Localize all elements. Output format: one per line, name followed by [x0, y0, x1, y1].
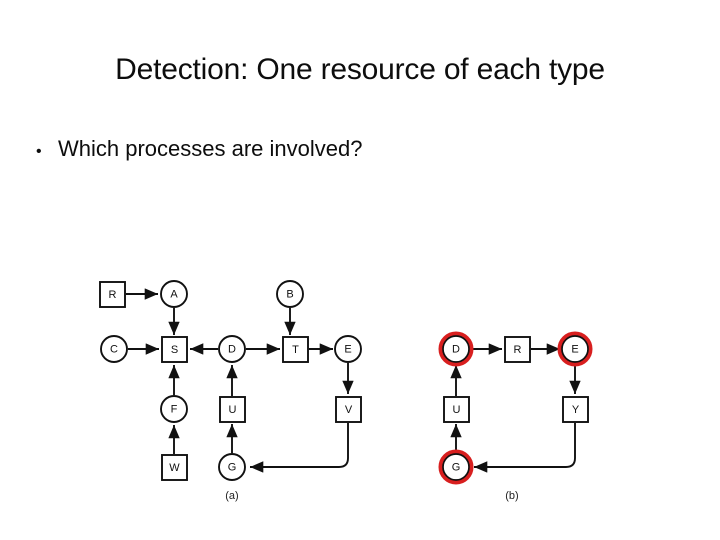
resource-node-V: V [335, 396, 362, 423]
resource-node-V-label: V [345, 404, 353, 416]
graph-a: R S T U V [99, 280, 362, 502]
graph-a-edges [126, 288, 354, 473]
resource-node-Y-b-label: Y [572, 404, 580, 416]
bullet-item: • Which processes are involved? [36, 134, 656, 167]
graph-b-edges [450, 343, 581, 473]
resource-node-S-label: S [171, 344, 178, 356]
process-node-E-label: E [344, 344, 351, 356]
resource-node-U-label: U [229, 404, 237, 416]
highlight-ring-E [557, 331, 593, 367]
edge-V-to-G [250, 423, 349, 473]
process-node-B-label: B [286, 289, 293, 301]
process-node-D-b-label: D [452, 344, 460, 356]
bullet-text: Which processes are involved? [58, 136, 363, 161]
process-node-D-label: D [228, 344, 236, 356]
graph-a-processes: A B C D E [100, 280, 362, 481]
process-node-D-b: D [438, 331, 474, 367]
resource-node-W: W [161, 454, 188, 481]
process-node-G-b: G [438, 449, 474, 485]
figure-caption-a: (a) [225, 490, 238, 502]
resource-node-W-label: W [169, 462, 180, 474]
resource-node-R: R [99, 281, 126, 308]
process-node-E-b: E [557, 331, 593, 367]
graph-b: R U Y D [438, 331, 593, 502]
process-node-F-label: F [171, 404, 178, 416]
process-node-E-b-label: E [571, 344, 578, 356]
process-node-G: G [218, 453, 246, 481]
figure-caption-b: (b) [505, 490, 518, 502]
process-node-E: E [334, 335, 362, 363]
process-node-C: C [100, 335, 128, 363]
page-title: Detection: One resource of each type [115, 53, 605, 86]
process-node-A: A [160, 280, 188, 308]
highlight-ring-D [438, 331, 474, 367]
figure-svg: R S T U V [99, 280, 593, 502]
resource-node-U: U [219, 396, 246, 423]
resource-node-R-b-label: R [514, 344, 522, 356]
resource-allocation-figure: R S T U V [0, 258, 720, 518]
process-node-A-label: A [170, 289, 178, 301]
resource-node-R-b: R [504, 336, 531, 363]
resource-node-R-label: R [109, 289, 117, 301]
bullet-marker-icon: • [36, 143, 42, 160]
bullet-list: • Which processes are involved? [36, 134, 656, 167]
edge-Y-to-G [474, 423, 576, 473]
resource-node-T-label: T [292, 344, 299, 356]
process-node-G-label: G [228, 462, 237, 474]
resource-node-U-b: U [443, 396, 470, 423]
process-node-F: F [160, 395, 188, 423]
process-node-D: D [218, 335, 246, 363]
resource-node-Y-b: Y [562, 396, 589, 423]
resource-node-S: S [161, 336, 188, 363]
highlight-ring-G [438, 449, 474, 485]
resource-node-T: T [282, 336, 309, 363]
graph-b-resources: R U Y [443, 336, 589, 423]
process-node-B: B [276, 280, 304, 308]
process-node-G-b-label: G [452, 462, 461, 474]
process-node-C-label: C [110, 344, 118, 356]
graph-a-resources: R S T U V [99, 281, 362, 481]
graph-b-processes: D E G [438, 331, 593, 485]
resource-node-U-b-label: U [453, 404, 461, 416]
